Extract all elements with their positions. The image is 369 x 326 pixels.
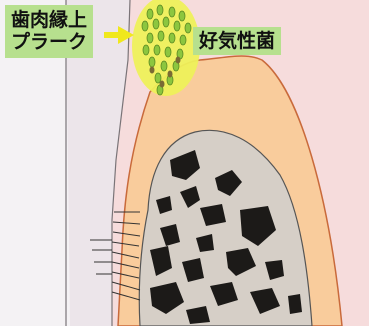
aerobic-bacteria-label: 好気性菌: [193, 27, 282, 56]
plaque-label-line1: 歯肉縁上: [11, 9, 88, 31]
arrow-right-icon: [104, 26, 134, 44]
bacteria-dark-cells: [149, 56, 181, 88]
bacteria-cluster-icon: [141, 4, 192, 96]
alveolar-bone: [138, 129, 313, 326]
bone-cavities: [150, 150, 302, 324]
root-outline: [111, 0, 131, 326]
ligament-fibers: [90, 211, 141, 301]
plaque-label-line2: プラーク: [11, 31, 88, 54]
plaque-label: 歯肉縁上 プラーク: [5, 5, 94, 58]
tooth-enamel-band: [66, 0, 130, 326]
